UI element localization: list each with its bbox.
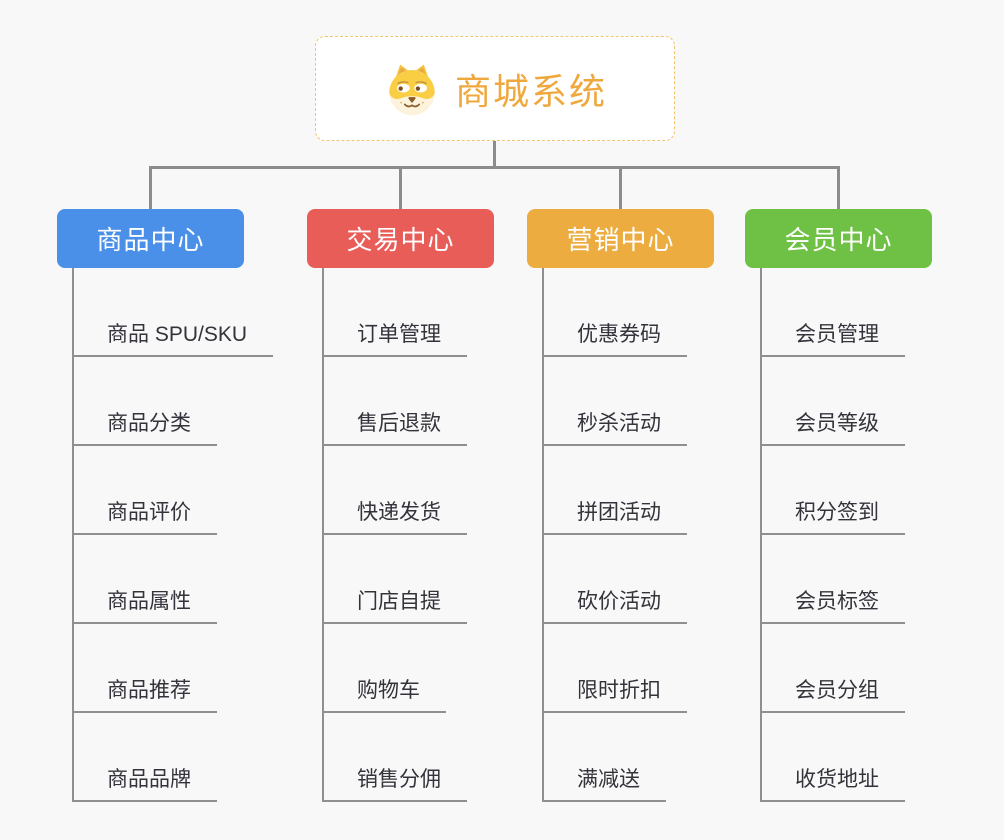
leaf-node[interactable]: 会员管理 xyxy=(760,268,905,357)
leaf-node[interactable]: 会员分组 xyxy=(760,624,905,713)
branch-label: 会员中心 xyxy=(784,225,893,255)
leaf-node[interactable]: 砍价活动 xyxy=(542,535,687,624)
leaf-node[interactable]: 收货地址 xyxy=(760,713,905,802)
root-node[interactable]: 商城系统 xyxy=(315,36,675,141)
leaf-node[interactable]: 拼团活动 xyxy=(542,446,687,535)
branch-node-3[interactable]: 会员中心 xyxy=(745,209,932,268)
branch-drop-connector xyxy=(399,166,402,211)
leaf-node[interactable]: 积分签到 xyxy=(760,446,905,535)
root-stem-connector xyxy=(493,141,496,169)
leaf-node[interactable]: 快递发货 xyxy=(322,446,467,535)
leaf-node[interactable]: 销售分佣 xyxy=(322,713,467,802)
horizontal-connector xyxy=(149,166,840,169)
branch-node-0[interactable]: 商品中心 xyxy=(57,209,244,268)
branch-children-column: 订单管理售后退款快递发货门店自提购物车销售分佣 xyxy=(322,268,467,802)
leaf-node[interactable]: 商品 SPU/SKU xyxy=(72,268,274,357)
branch-node-1[interactable]: 交易中心 xyxy=(307,209,494,268)
leaf-node[interactable]: 商品评价 xyxy=(72,446,217,535)
branch-node-2[interactable]: 营销中心 xyxy=(527,209,714,268)
leaf-node[interactable]: 商品属性 xyxy=(72,535,217,624)
doge-icon xyxy=(383,60,441,118)
branch-drop-connector xyxy=(619,166,622,211)
branch-label: 营销中心 xyxy=(566,225,675,255)
leaf-node[interactable]: 购物车 xyxy=(322,624,446,713)
leaf-node[interactable]: 门店自提 xyxy=(322,535,467,624)
leaf-node[interactable]: 限时折扣 xyxy=(542,624,687,713)
branch-label: 商品中心 xyxy=(96,225,205,255)
leaf-node[interactable]: 会员标签 xyxy=(760,535,905,624)
branch-label: 交易中心 xyxy=(346,225,455,255)
branch-drop-connector xyxy=(837,166,840,211)
branch-children-column: 优惠券码秒杀活动拼团活动砍价活动限时折扣满减送 xyxy=(542,268,687,802)
root-title: 商城系统 xyxy=(454,70,607,112)
leaf-node[interactable]: 商品分类 xyxy=(72,357,217,446)
leaf-node[interactable]: 秒杀活动 xyxy=(542,357,687,446)
leaf-node[interactable]: 订单管理 xyxy=(322,268,467,357)
branch-drop-connector xyxy=(149,166,152,211)
leaf-node[interactable]: 优惠券码 xyxy=(542,268,687,357)
leaf-node[interactable]: 满减送 xyxy=(542,713,666,802)
leaf-node[interactable]: 商品品牌 xyxy=(72,713,217,802)
branch-children-column: 会员管理会员等级积分签到会员标签会员分组收货地址 xyxy=(760,268,905,802)
leaf-node[interactable]: 会员等级 xyxy=(760,357,905,446)
leaf-node[interactable]: 商品推荐 xyxy=(72,624,217,713)
leaf-node[interactable]: 售后退款 xyxy=(322,357,467,446)
